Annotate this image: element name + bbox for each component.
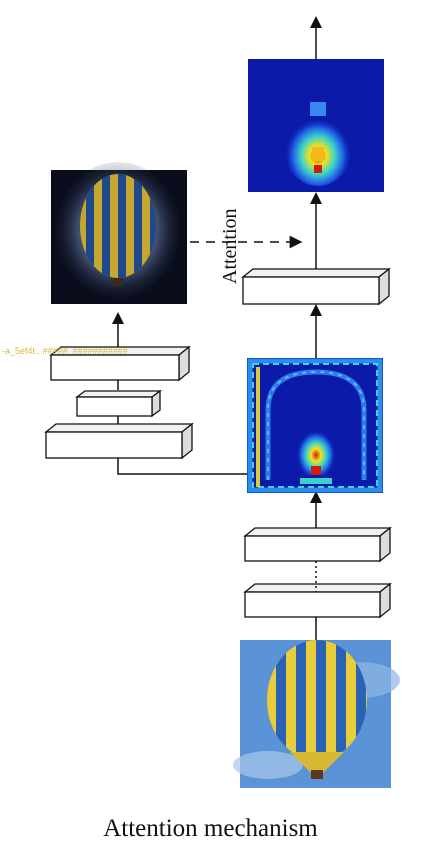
watermark-text: -a_5ef4t...#####_########### [2,346,128,356]
hot-air-balloon-icon [267,640,367,779]
hot-air-balloon-masked-icon [80,174,156,286]
left-block-middle [75,389,162,418]
feature-heatmap [247,358,383,493]
left-block-bottom [44,422,194,460]
input-balloon-photo [233,640,400,788]
attention-label: Attention [219,208,241,284]
left-block-top [49,345,191,382]
encoder-block-2 [243,526,392,563]
skip-connection [117,458,247,475]
figure-caption: Attention mechanism [103,815,318,842]
encoder-block-1 [243,582,392,619]
attention-overlay-balloon [51,162,187,304]
output-heatmap [248,59,384,192]
decoder-block [241,267,391,306]
